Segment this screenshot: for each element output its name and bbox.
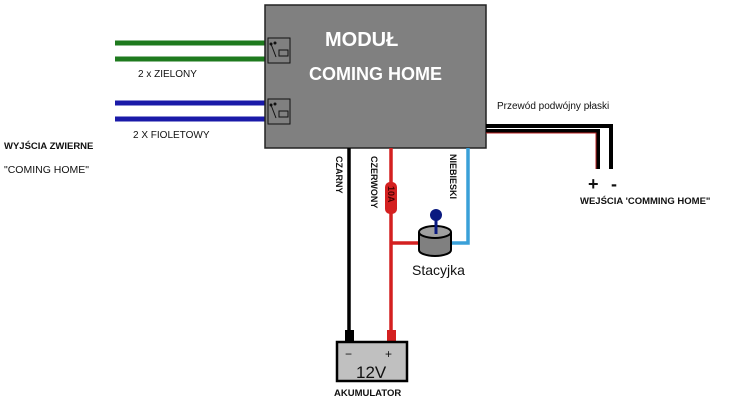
violet-wires-label: 2 X FIOLETOWY [133,130,210,141]
outputs-label-line2: "COMING HOME" [4,164,89,176]
battery-minus: − [345,347,352,361]
input-plus: + [588,174,599,194]
green-wires-label: 2 x ZIELONY [138,69,197,80]
flat-cable-label: Przewód podwójny płaski [497,101,609,112]
blue-wire-label: NIEBIESKI [448,154,458,199]
battery-label: AKUMULATOR [334,388,401,399]
battery-plus: + [385,347,392,361]
outputs-label-line1: WYJŚCIA ZWIERNE [4,140,93,152]
relay-icon-2 [267,98,291,125]
module-title-line1: MODUŁ [325,29,398,51]
red-wire-label: CZERWONY [369,156,379,208]
blue-wire [450,148,470,245]
ignition-label: Stacyjka [412,262,465,278]
input-minus: - [611,174,617,194]
fuse-label: 10A [386,186,396,203]
fuse [385,182,397,214]
module-title-line2: COMING HOME [309,64,442,84]
module-box [264,4,487,149]
flat-cable-black [486,124,613,169]
flat-cable-red-black [486,129,600,169]
input-label: WEJŚCIA 'COMMING HOME" [580,195,710,207]
black-wire-label: CZARNY [334,156,344,194]
battery-icon [335,340,409,383]
ignition-switch-icon [418,209,452,257]
battery-voltage: 12V [356,363,387,382]
relay-icon-1 [267,37,291,64]
